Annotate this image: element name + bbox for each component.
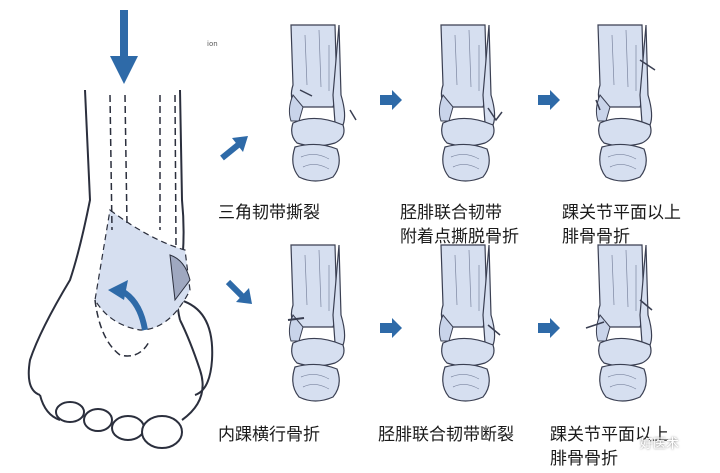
caption-syndesmosis-rupture: 胫腓联合韧带断裂 (378, 425, 514, 445)
foot-illustration (27, 10, 214, 449)
arrow-r2-1-icon (380, 318, 402, 338)
caption-fibula-fracture-2: 踝关节平面以上 腓骨骨折 (550, 425, 669, 469)
ankle-r1-c1 (288, 24, 346, 182)
ankle-r1-c3 (595, 24, 653, 182)
arrow-r2-2-icon (538, 318, 560, 338)
caption-deltoid-tear: 三角韧带撕裂 (218, 203, 320, 223)
diagonal-arrow-up-icon (220, 136, 248, 161)
diagonal-arrow-down-icon (225, 279, 252, 304)
rotation-arrow-icon (108, 280, 148, 331)
down-arrow-icon (110, 10, 138, 84)
caption-fibula-fracture-1: 踝关节平面以上 腓骨骨折 (562, 203, 681, 247)
ion-label: ion (207, 40, 218, 48)
ankle-r2-c2 (438, 244, 496, 402)
arrow-r1-2-icon (538, 90, 560, 110)
ankle-r2-c1 (288, 244, 346, 402)
caption-syndesmosis-avulsion: 胫腓联合韧带 附着点撕脱骨折 (400, 203, 519, 247)
ankle-r1-c2 (438, 24, 496, 182)
ankle-r2-c3 (595, 244, 653, 402)
caption-medial-malleolus-fracture: 内踝横行骨折 (218, 425, 320, 445)
watermark: 好医术 (640, 437, 680, 452)
arrow-r1-1-icon (380, 90, 402, 110)
